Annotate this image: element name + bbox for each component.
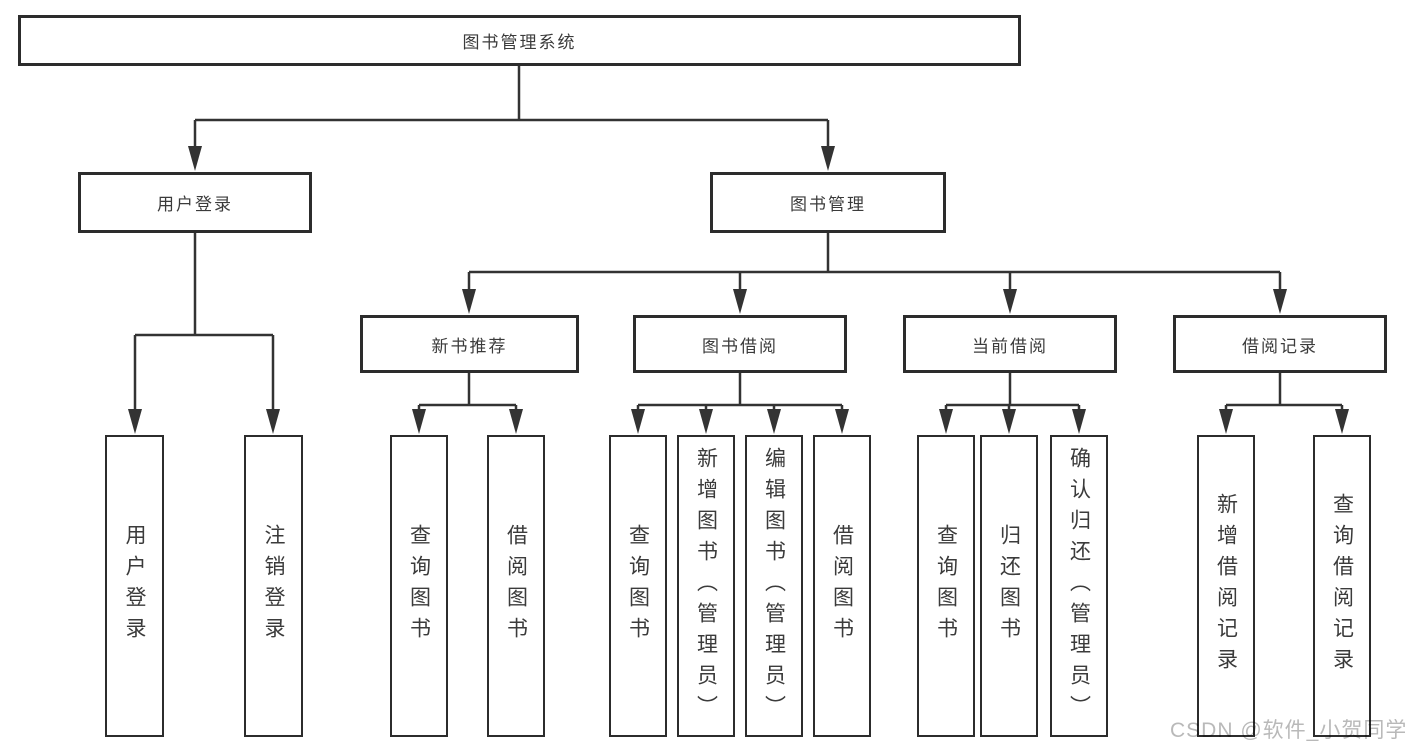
connector-current-borrowing-to-leaves xyxy=(939,373,1086,434)
node-leaf-confirm-return-admin-label: 确认归还（管理员） xyxy=(1067,446,1091,726)
node-current-borrowing-label: 当前借阅 xyxy=(972,336,1048,356)
node-leaf-add-books-admin-label: 新增图书（管理员） xyxy=(694,446,718,726)
node-leaf-add-books-admin: 新增图书（管理员） xyxy=(677,435,735,737)
node-user-login: 用户登录 xyxy=(78,172,312,233)
node-leaf-borrow-books-label: 借阅图书 xyxy=(830,524,854,648)
node-borrowing-records: 借阅记录 xyxy=(1173,315,1387,373)
node-leaf-query-books-current-label: 查询图书 xyxy=(934,524,958,648)
connector-borrowing-records-to-leaves xyxy=(1219,373,1349,434)
connector-user-login-to-leaves xyxy=(128,233,280,434)
node-leaf-user-login-label: 用户登录 xyxy=(123,524,146,648)
node-user-login-label: 用户登录 xyxy=(157,195,233,214)
csdn-watermark: CSDN @软件_小贺同学 xyxy=(1170,719,1405,742)
connector-new-book-recommend-to-leaves xyxy=(412,373,523,434)
node-new-book-recommend: 新书推荐 xyxy=(360,315,579,373)
node-root-label: 图书管理系统 xyxy=(462,33,577,52)
connector-book-management-to-level3 xyxy=(462,233,1287,314)
node-leaf-logout-label: 注销登录 xyxy=(262,524,285,648)
node-leaf-logout: 注销登录 xyxy=(244,435,303,737)
node-leaf-return-books: 归还图书 xyxy=(980,435,1038,737)
node-leaf-query-books-borrowing-label: 查询图书 xyxy=(626,524,650,648)
node-book-management: 图书管理 xyxy=(710,172,946,233)
node-root: 图书管理系统 xyxy=(18,15,1021,66)
connector-book-borrowing-to-leaves xyxy=(631,373,849,434)
node-leaf-return-books-label: 归还图书 xyxy=(997,524,1021,648)
node-leaf-query-borrow-record-label: 查询借阅记录 xyxy=(1330,493,1354,679)
node-leaf-borrow-books-recommend: 借阅图书 xyxy=(487,435,545,737)
node-current-borrowing: 当前借阅 xyxy=(903,315,1117,373)
node-leaf-borrow-books-recommend-label: 借阅图书 xyxy=(504,524,528,648)
node-leaf-add-borrow-record-label: 新增借阅记录 xyxy=(1214,493,1238,679)
node-borrowing-records-label: 借阅记录 xyxy=(1242,336,1318,356)
node-leaf-edit-books-admin-label: 编辑图书（管理员） xyxy=(762,446,786,726)
node-book-management-label: 图书管理 xyxy=(790,195,866,214)
node-leaf-edit-books-admin: 编辑图书（管理员） xyxy=(745,435,803,737)
connector-root-to-level2 xyxy=(188,65,835,171)
node-leaf-borrow-books: 借阅图书 xyxy=(813,435,871,737)
node-book-borrowing: 图书借阅 xyxy=(633,315,847,373)
node-leaf-query-books-borrowing: 查询图书 xyxy=(609,435,667,737)
node-leaf-query-books-recommend: 查询图书 xyxy=(390,435,448,737)
node-leaf-query-borrow-record: 查询借阅记录 xyxy=(1313,435,1371,737)
node-book-borrowing-label: 图书借阅 xyxy=(702,336,778,356)
node-new-book-recommend-label: 新书推荐 xyxy=(431,336,508,356)
node-leaf-add-borrow-record: 新增借阅记录 xyxy=(1197,435,1255,737)
node-leaf-confirm-return-admin: 确认归还（管理员） xyxy=(1050,435,1108,737)
node-leaf-query-books-recommend-label: 查询图书 xyxy=(407,524,431,648)
node-leaf-user-login: 用户登录 xyxy=(105,435,164,737)
node-leaf-query-books-current: 查询图书 xyxy=(917,435,975,737)
